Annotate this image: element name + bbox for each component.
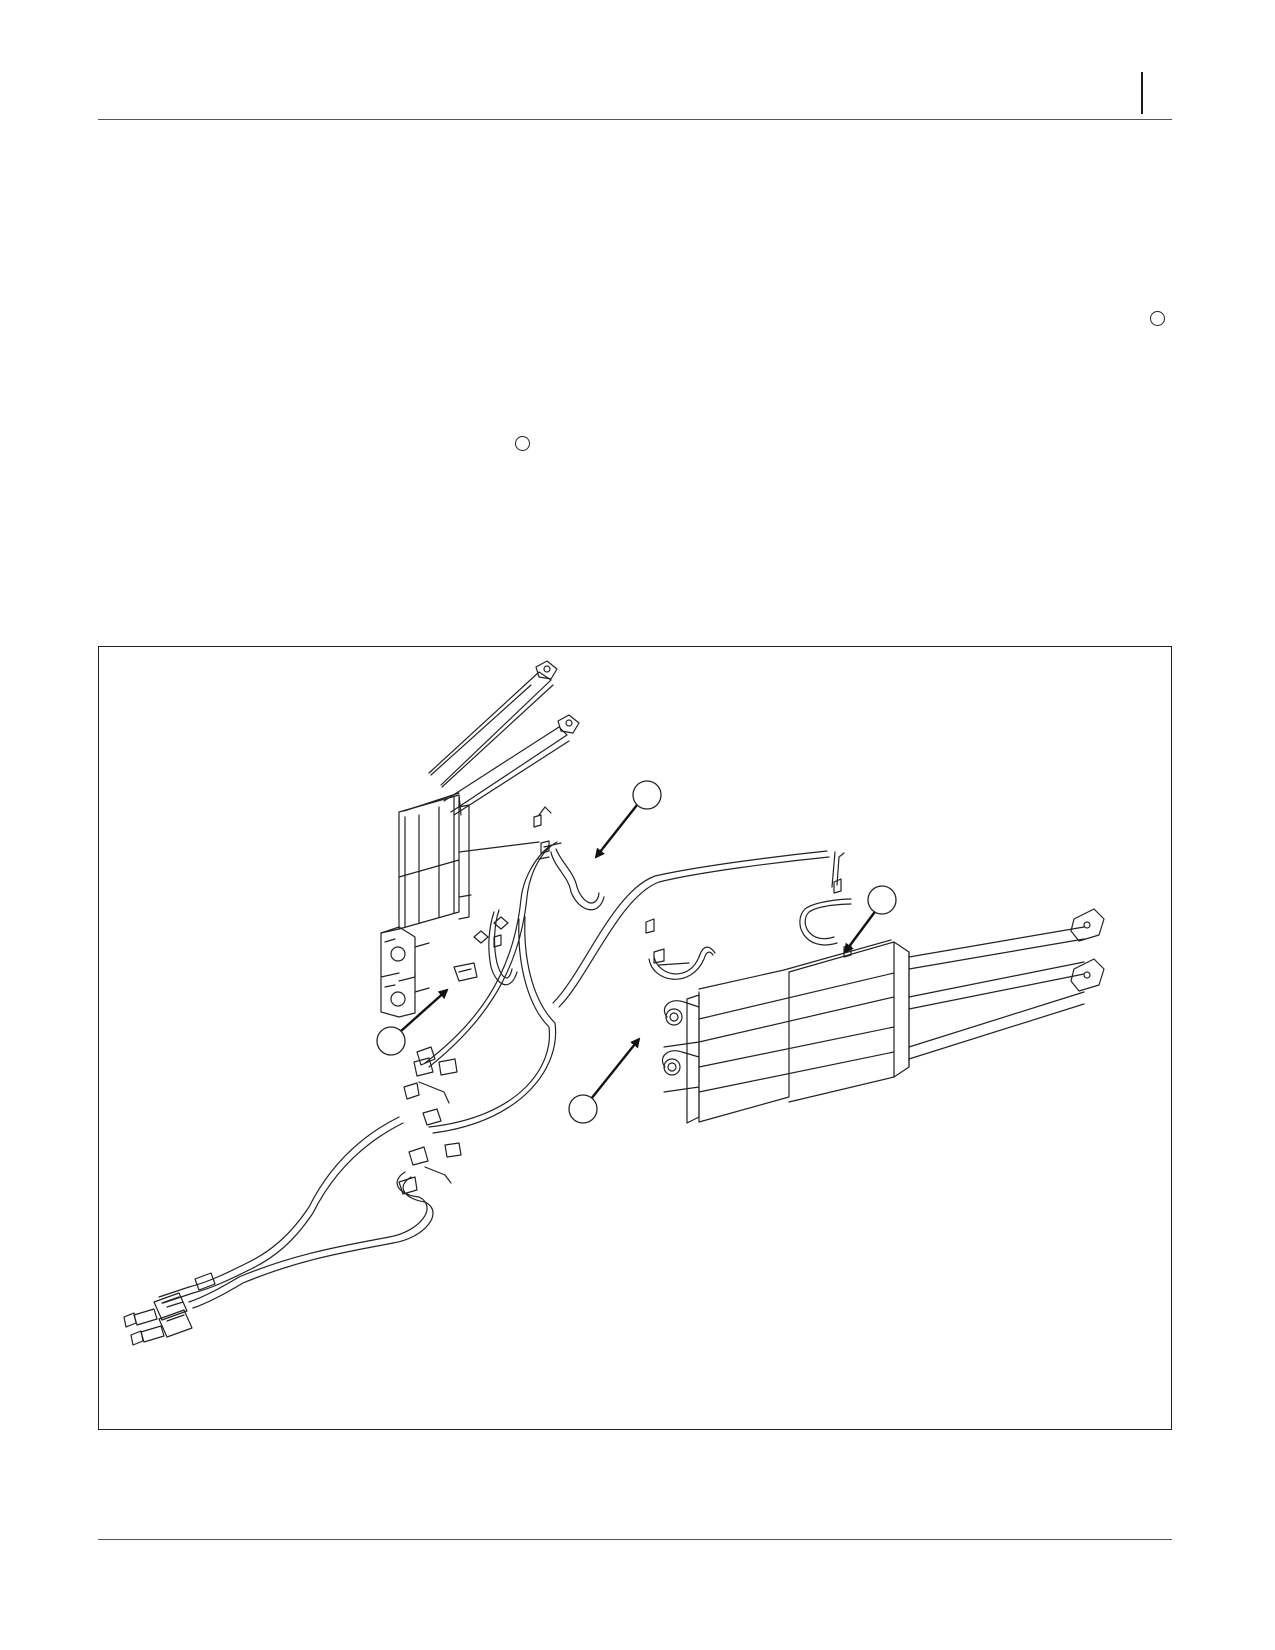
callout-circle-center	[568, 1094, 598, 1124]
callout-arrow-right	[843, 908, 878, 954]
callout-group-center	[568, 1037, 641, 1124]
footer-rule	[98, 1539, 1172, 1540]
callout-group-left	[376, 988, 449, 1056]
upper-left-hose-routing	[416, 841, 605, 1134]
callout-arrow-center	[590, 1037, 641, 1100]
header-rule	[98, 119, 1172, 120]
callout-circle-right	[867, 885, 897, 915]
callout-group-upper	[594, 780, 662, 859]
callout-arrow-upper	[594, 804, 638, 859]
hydraulic-figure	[98, 646, 1172, 1430]
callout-arrow-left	[400, 988, 449, 1032]
callout-circle-left	[376, 1026, 406, 1056]
inline-callout-circle-a	[1150, 311, 1165, 326]
callout-group-right	[843, 885, 897, 954]
upper-left-cylinder-assembly	[380, 660, 580, 1018]
header-tick-mark	[1141, 72, 1143, 114]
lower-right-cylinder-assembly	[645, 878, 1105, 1124]
hydraulic-diagram	[123, 660, 1105, 1346]
inline-callout-circle-b	[515, 436, 530, 451]
lower-right-hose-routing	[552, 850, 852, 1008]
callout-circle-upper	[632, 780, 662, 810]
quick-coupler-hose-bundle	[123, 1057, 462, 1346]
